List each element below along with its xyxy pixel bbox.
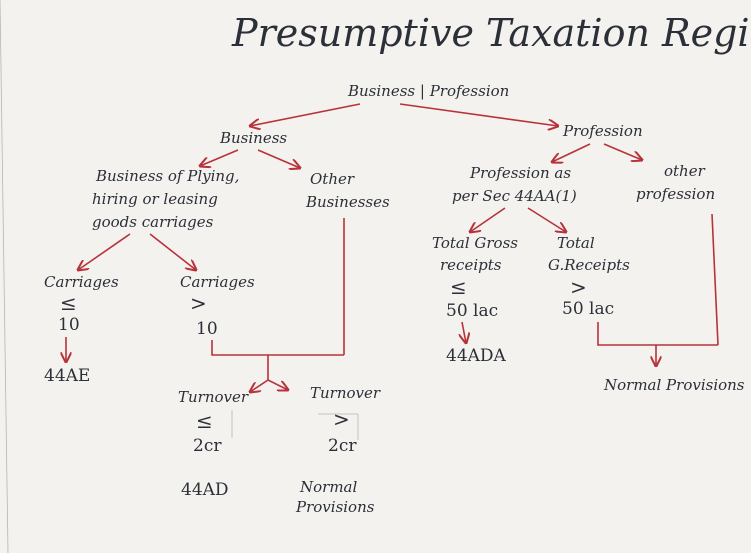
arrow-business-to-goods-carriage — [200, 149, 239, 166]
diagram-title: Presumptive Taxation Regime — [231, 11, 751, 55]
arrow-to-turnover-le — [250, 379, 269, 392]
node-gross-gt-symbol: > — [570, 275, 587, 299]
arrow-business-to-other-businesses — [257, 149, 300, 168]
node-prof-44aa-line2: per Sec 44AA(1) — [452, 187, 577, 205]
node-gross-le-symbol: ≤ — [450, 275, 467, 299]
node-gross-le-label-line2: receipts — [440, 256, 502, 274]
connector-carriages-gt-to-turnover — [211, 340, 344, 356]
node-gross-gt-label-line1: Total — [557, 234, 595, 252]
node-other-profession-line2: profession — [636, 185, 715, 203]
node-turnover-le-symbol: ≤ — [196, 409, 213, 433]
arrow-to-turnover-gt — [267, 379, 288, 390]
node-business: Business — [219, 129, 287, 147]
arrow-profession-to-other-profession — [603, 143, 642, 160]
node-normal-provisions-right: Normal Provisions — [603, 376, 745, 394]
node-goods-carriage-line3: goods carriages — [92, 213, 214, 231]
node-other-profession-line1: other — [664, 162, 706, 180]
page-margin-line — [0, 0, 9, 553]
node-turnover-gt-symbol: > — [333, 407, 350, 431]
node-profession: Profession — [562, 122, 643, 140]
node-carriages-le-label: Carriages — [44, 273, 119, 291]
node-normal-provisions-bottom-line2: Provisions — [295, 498, 375, 516]
arrow-44aa-to-gross-le — [470, 207, 506, 232]
node-carriages-gt-symbol: > — [190, 291, 207, 315]
node-gross-le-value: 50 lac — [446, 301, 498, 321]
arrow-gross-le-to-44ada — [462, 321, 466, 343]
node-44ae: 44AE — [44, 366, 90, 386]
node-carriages-le-symbol: ≤ — [60, 291, 77, 315]
node-turnover-le-label: Turnover — [178, 388, 249, 406]
node-gross-le-label-line1: Total Gross — [432, 234, 518, 252]
node-turnover-gt-label: Turnover — [310, 384, 381, 402]
node-prof-44aa-line1: Profession as — [469, 164, 571, 182]
arrow-goods-to-carriages-gt — [149, 233, 196, 270]
node-turnover-le-value: 2cr — [193, 436, 222, 456]
arrow-goods-to-carriages-le — [78, 233, 131, 270]
connector-gross-gt-to-normal — [597, 322, 718, 346]
arrow-44aa-to-gross-gt — [527, 207, 566, 232]
arrow-root-to-business — [250, 103, 361, 126]
node-carriages-gt-label: Carriages — [180, 273, 255, 291]
node-carriages-gt-value: 10 — [196, 319, 218, 339]
node-normal-provisions-bottom-line1: Normal — [299, 478, 357, 496]
arrow-profession-to-44aa — [552, 143, 591, 162]
node-goods-carriage-line2: hiring or leasing — [92, 190, 218, 208]
connector-other-profession-to-normal — [711, 213, 719, 346]
node-gross-gt-value: 50 lac — [562, 299, 614, 319]
node-gross-gt-label-line2: G.Receipts — [548, 256, 630, 274]
node-carriages-le-value: 10 — [58, 315, 80, 335]
node-turnover-gt-value: 2cr — [328, 436, 357, 456]
node-other-businesses-line1: Other — [310, 170, 355, 188]
node-44ada: 44ADA — [446, 346, 507, 366]
node-44ad: 44AD — [181, 480, 229, 500]
arrow-root-to-profession — [399, 103, 558, 126]
node-goods-carriage-line1: Business of Plying, — [95, 167, 239, 185]
node-root: Business | Profession — [347, 82, 509, 100]
node-other-businesses-line2: Businesses — [305, 193, 390, 211]
